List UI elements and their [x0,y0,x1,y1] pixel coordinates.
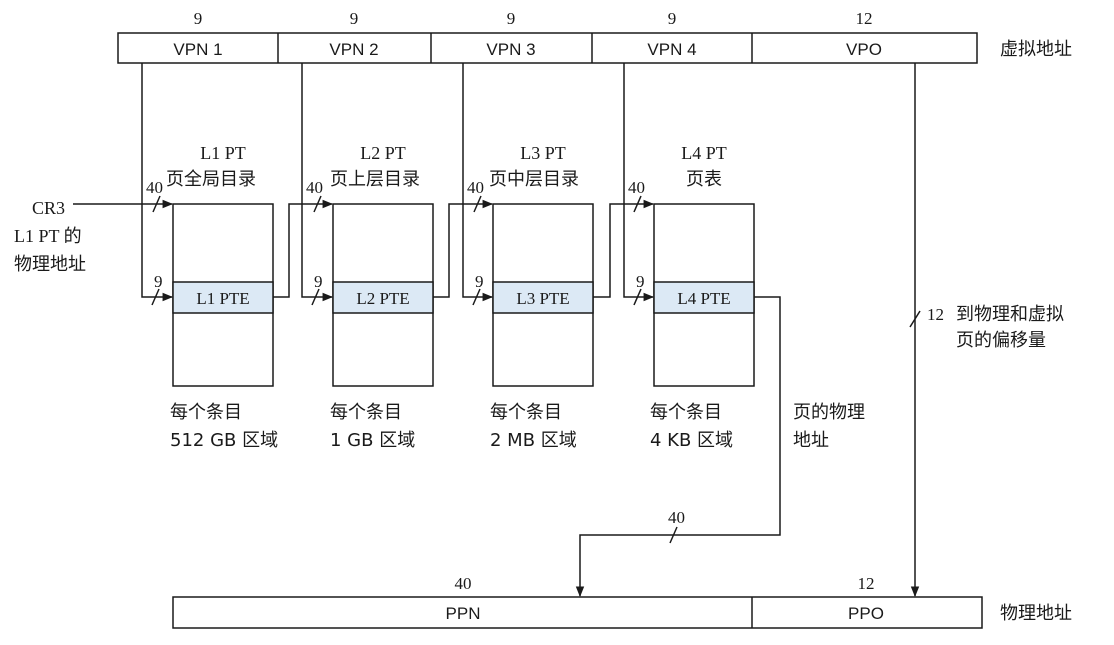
width-tick [313,195,322,213]
l1-pte-label: L1 PTE [196,289,249,308]
l2-pte-label: L2 PTE [356,289,409,308]
l4-to-ppn-arrow [575,296,781,598]
l2-table-desc: 页上层目录 [330,169,420,190]
l4-index-width: 9 [636,272,645,291]
width-tick [152,195,161,213]
l3-index-width: 9 [475,272,484,291]
vpn2-index-arrow [301,63,334,302]
virtual-address-frame [117,32,978,64]
l3-table-desc: 页中层目录 [489,169,579,190]
width-tick [633,195,642,213]
cr3-desc-line1: L1 PT 的 [14,226,82,246]
l1-index-width: 9 [154,272,163,291]
offset-desc-line2: 页的偏移量 [956,330,1046,351]
l2-index-width: 9 [314,272,323,291]
vpn3-index-arrow [462,63,494,302]
pa-field-ppn: PPN [446,604,481,623]
vpn4-index-arrow [623,63,655,302]
va-field-vpn1: VPN 1 [173,40,222,59]
width-tick [473,195,482,213]
l2-to-l3-arrow [433,199,494,298]
physical-address-frame [172,596,983,629]
va-field-vpn2: VPN 2 [329,40,378,59]
l4-pte-cell [653,281,755,314]
l1-region-line2: 512 GB 区域 [170,430,278,451]
offset-width: 12 [927,305,944,324]
va-bits-vpn1: 9 [194,9,203,28]
l1-to-l2-arrow [273,199,334,298]
l4-table-desc: 页表 [686,169,722,190]
l3-region-line1: 每个条目 [490,402,562,423]
pa-field-ppo: PPO [848,604,884,623]
va-field-vpo: VPO [846,40,882,59]
l4-pte-label: L4 PTE [677,289,730,308]
l3-table-name: L3 PT [520,143,566,163]
ppn-input-width: 40 [668,508,685,527]
page-phys-addr-line1: 页的物理 [793,402,865,423]
l4-input-width: 40 [628,178,645,197]
width-tick [909,310,921,328]
pa-bits-ppo: 12 [858,574,875,593]
l2-region-line1: 每个条目 [330,402,402,423]
l2-input-width: 40 [306,178,323,197]
cr3-desc-line2: 物理地址 [14,254,86,275]
va-bits-vpn3: 9 [507,9,516,28]
physical-address-bar [172,596,983,629]
physical-address-title: 物理地址 [1000,603,1072,624]
l1-input-width: 40 [146,178,163,197]
vpn1-index-arrow [141,63,174,302]
page-phys-addr-line2: 地址 [793,430,829,451]
l3-region-line2: 2 MB 区域 [490,430,577,451]
width-tick [633,288,642,306]
l4-table-name: L4 PT [681,143,727,163]
l1-table-desc: 页全局目录 [166,169,256,190]
va-bits-vpn4: 9 [668,9,677,28]
va-field-vpn3: VPN 3 [486,40,535,59]
l3-input-width: 40 [467,178,484,197]
l3-pte-label: L3 PTE [516,289,569,308]
l2-region-line2: 1 GB 区域 [330,430,415,451]
l3-to-l4-arrow [593,199,655,298]
virtual-address-bar [117,32,978,64]
l4-region-line1: 每个条目 [650,402,722,423]
va-field-vpn4: VPN 4 [647,40,696,59]
cr3-label: CR3 [32,198,65,218]
va-bits-vpo: 12 [856,9,873,28]
l4-region-line2: 4 KB 区域 [650,430,733,451]
width-tick [472,288,481,306]
l1-table-name: L1 PT [200,143,246,163]
virtual-address-title: 虚拟地址 [1000,39,1072,60]
width-tick [151,288,160,306]
l2-table-name: L2 PT [360,143,406,163]
width-tick [311,288,320,306]
l1-region-line1: 每个条目 [170,402,242,423]
va-bits-vpn2: 9 [350,9,359,28]
width-tick [669,526,678,544]
pa-bits-ppn: 40 [455,574,472,593]
offset-desc-line1: 到物理和虚拟 [956,304,1064,325]
